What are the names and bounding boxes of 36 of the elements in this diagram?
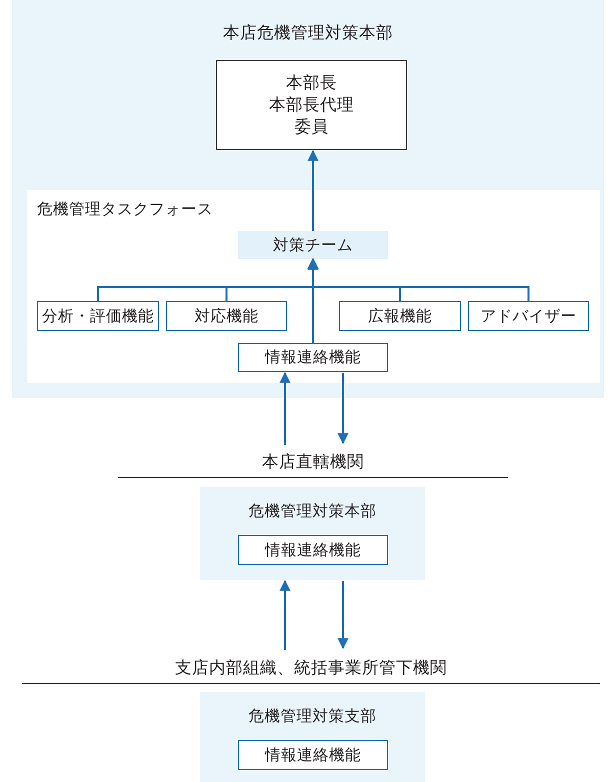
arrow (308, 258, 530, 301)
panel-heading: 危機管理対策本部 (248, 501, 376, 522)
arrow (280, 580, 290, 650)
team-bar (238, 231, 388, 259)
panel-heading: 危機管理対策支部 (248, 706, 376, 727)
arrow (338, 373, 348, 444)
organization-panel (200, 487, 425, 580)
box-label: 情報連絡機能 (265, 347, 361, 368)
organization-text: 本店直轄機関 (262, 450, 364, 473)
arrow (308, 150, 318, 231)
role-text: 本部長代理 (269, 94, 354, 116)
organization-text: 支店内部組織、統括事業所管下機関 (175, 656, 447, 679)
box-label: 広報機能 (368, 306, 432, 326)
function-box (238, 343, 388, 372)
function-box (468, 301, 589, 331)
role-text: 本部長 (286, 72, 337, 94)
box-label: 情報連絡機能 (265, 744, 361, 766)
organization-panel (200, 692, 425, 782)
arrow (280, 372, 290, 445)
box-label: 対応機能 (194, 306, 258, 326)
function-box (37, 301, 159, 331)
task-force-panel (27, 190, 600, 383)
box-label: 対策チーム (273, 234, 353, 256)
box-label: 情報連絡機能 (265, 540, 361, 560)
leadership-box (216, 60, 407, 150)
role-text: 委員 (294, 116, 328, 138)
panel-heading: 本店危機管理対策本部 (223, 22, 393, 44)
function-box (238, 740, 388, 770)
box-label: 分析・評価機能 (42, 306, 154, 326)
arrow (338, 581, 348, 650)
headquarters-panel (12, 0, 604, 398)
panel-heading: 危機管理タスクフォース (37, 199, 213, 220)
box-label: アドバイザー (480, 306, 576, 326)
function-box (238, 535, 388, 565)
function-box (166, 301, 287, 331)
function-box (339, 301, 461, 331)
